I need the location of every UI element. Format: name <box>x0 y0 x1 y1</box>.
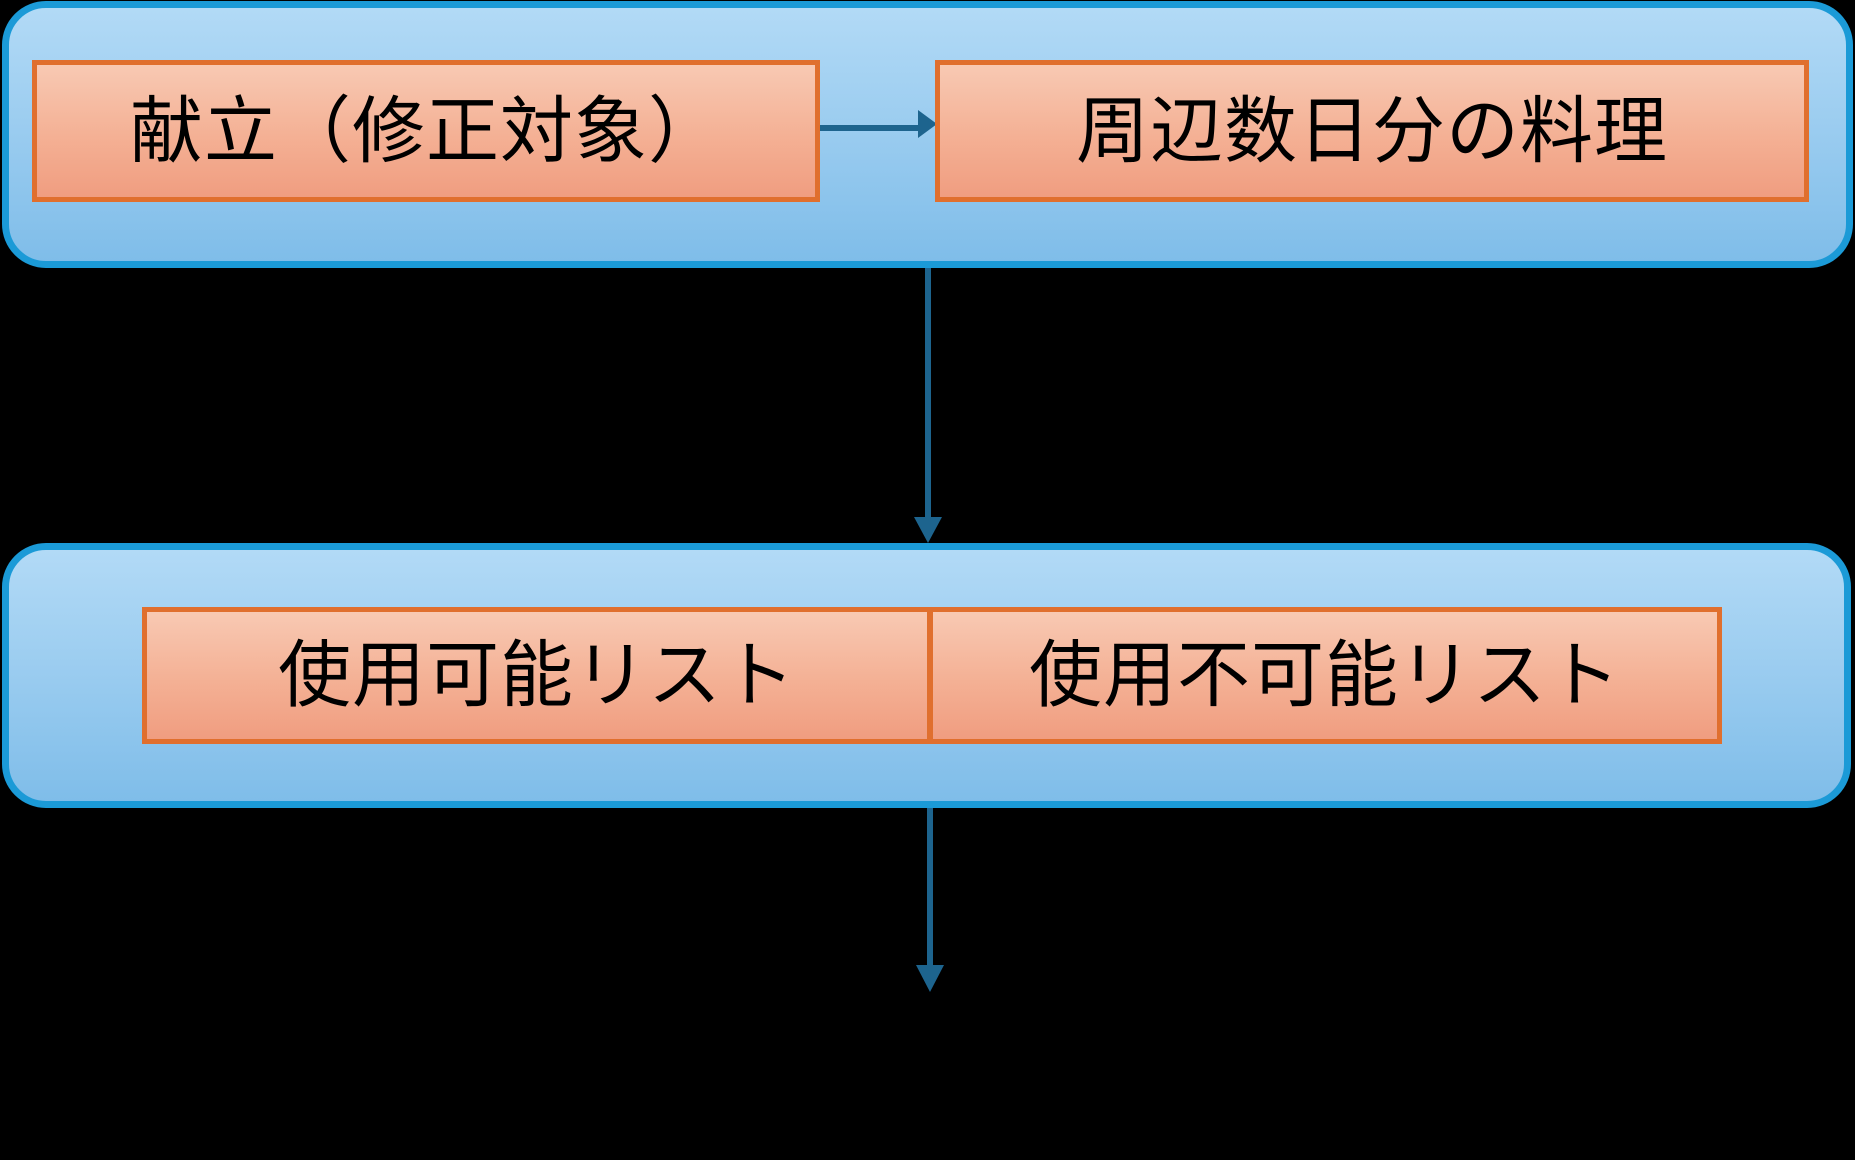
top-group-panel: 献立（修正対象） 周辺数日分の料理 <box>2 1 1853 268</box>
unusable-list-box-label: 使用不可能リスト <box>1029 635 1621 716</box>
lists-group-panel: 使用可能リスト 使用不可能リスト <box>2 543 1851 808</box>
nearby-dishes-box: 周辺数日分の料理 <box>935 60 1809 202</box>
right-arrow-line <box>820 125 920 131</box>
down-arrow-bottom-line <box>927 808 933 965</box>
usable-list-box-label: 使用可能リスト <box>278 635 796 716</box>
down-arrow-top-head-icon <box>914 517 942 543</box>
nearby-dishes-box-label: 周辺数日分の料理 <box>1076 90 1668 172</box>
menu-box: 献立（修正対象） <box>32 60 820 202</box>
usable-list-box: 使用可能リスト <box>142 607 932 744</box>
down-arrow-bottom-head-icon <box>916 965 944 992</box>
down-arrow-top-line <box>925 268 931 517</box>
unusable-list-box: 使用不可能リスト <box>928 607 1722 744</box>
menu-box-label: 献立（修正対象） <box>130 90 722 172</box>
right-arrow-head-icon <box>918 110 937 138</box>
